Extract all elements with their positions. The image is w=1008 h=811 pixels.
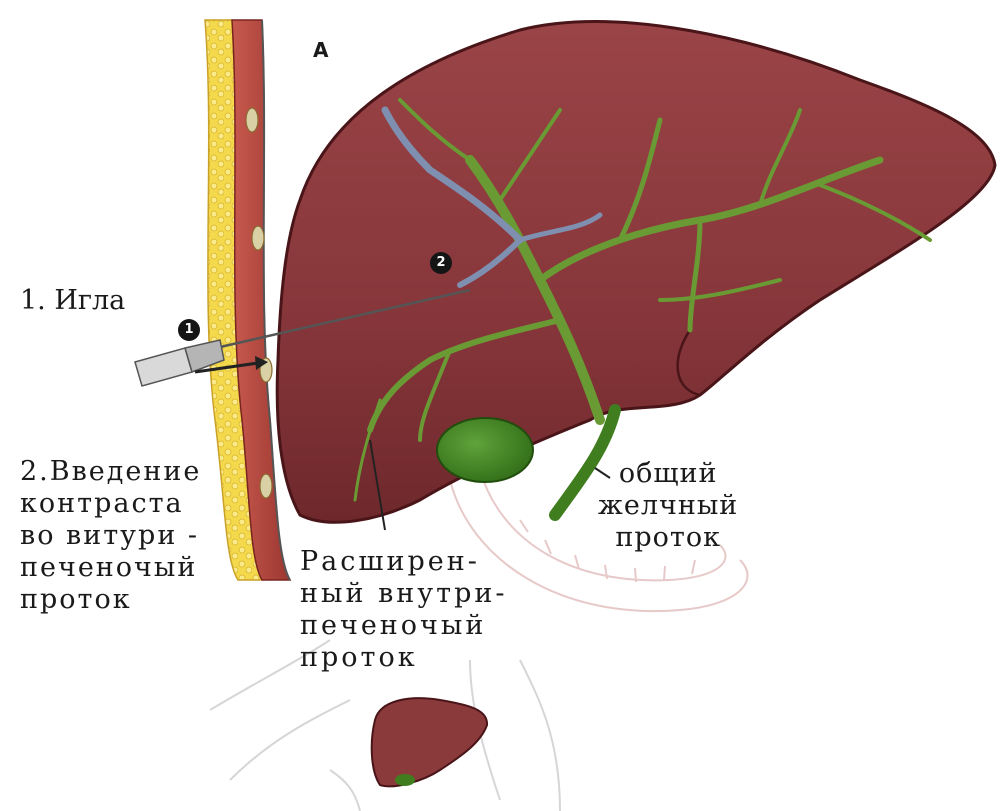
label-dilated-intrahepatic-duct: Расширен- ный внутри- печеночый проток xyxy=(300,546,508,674)
abdominal-wall xyxy=(205,20,290,580)
liver xyxy=(277,22,995,523)
label-contrast-injection: 2.Введение контраста во витури - печеноч… xyxy=(20,456,201,616)
liver-silhouette-icon xyxy=(372,698,487,786)
marker-needle-step: 1 xyxy=(178,319,200,341)
label-common-bile-duct: общий желчный проток xyxy=(598,458,738,554)
label-needle: 1. Игла xyxy=(20,285,125,317)
marker-contrast-step: 2 xyxy=(430,252,452,274)
gallbladder xyxy=(437,418,533,482)
panel-letter: A xyxy=(313,40,328,60)
